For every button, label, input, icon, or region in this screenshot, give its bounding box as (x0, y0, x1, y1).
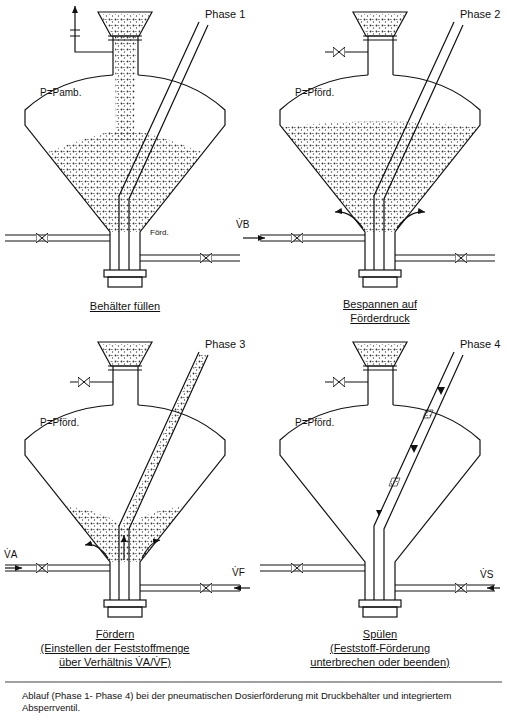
phase-2-vessel (243, 12, 495, 287)
phase-label: Phase 2 (460, 8, 500, 21)
step-caption: Behälter füllen (90, 300, 160, 313)
flow-label: V̇S (480, 568, 493, 581)
phase-label: Phase 3 (205, 338, 245, 351)
pressure-label: P=Pamb. (40, 86, 81, 99)
flow-label: V̇A (4, 548, 17, 561)
pressure-label: P=Pförd. (295, 86, 334, 99)
step-caption: (Feststoff-Förderung (330, 642, 430, 655)
pressure-label: P=Pförd. (40, 416, 79, 429)
pressure-label: P=Pförd. (295, 416, 334, 429)
step-caption: unterbrechen oder beenden) (310, 656, 449, 669)
step-caption: Fördern (96, 628, 135, 641)
flow-label: V̇B (236, 218, 249, 231)
step-caption: Bespannen auf (343, 298, 417, 311)
figure-caption: Ablauf (Phase 1- Phase 4) bei der pneuma… (22, 690, 492, 714)
step-caption: Förderdruck (350, 312, 409, 325)
phase-4-vessel (260, 342, 500, 617)
step-caption: über Verhältnis V̇A/V̇F) (59, 656, 171, 669)
phase-1-vessel (5, 6, 240, 287)
panel-frame (5, 682, 502, 683)
phase-label: Phase 4 (460, 338, 500, 351)
phase-label: Phase 1 (205, 8, 245, 21)
valve-label: Förd. (150, 226, 169, 239)
step-caption: Spülen (363, 628, 397, 641)
phase-3-vessel (5, 342, 250, 617)
flow-label: V̇F (232, 566, 245, 579)
step-caption: (Einstellen der Feststoffmenge (41, 642, 190, 655)
